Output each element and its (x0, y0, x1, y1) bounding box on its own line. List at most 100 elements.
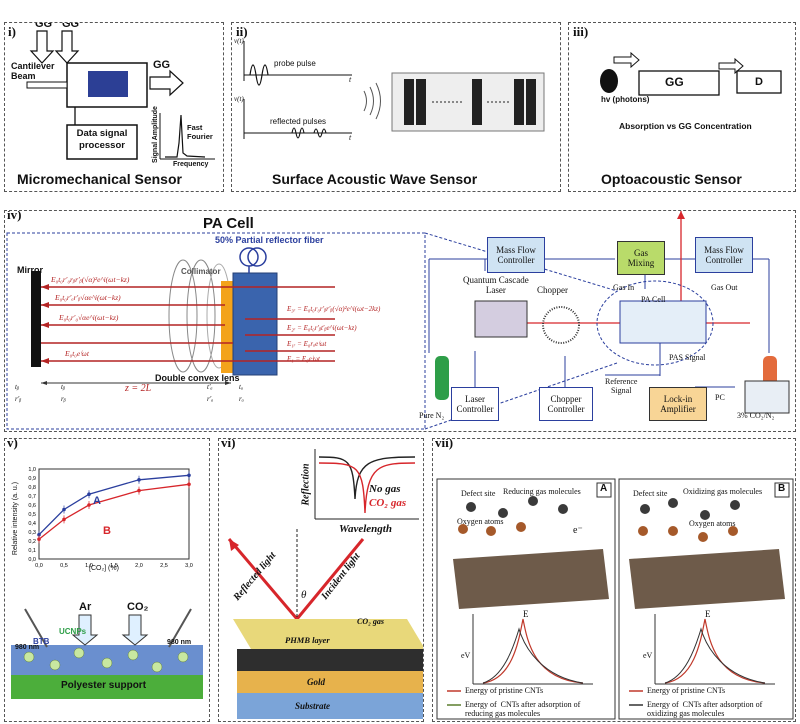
gas-in-label: Gas In (613, 283, 635, 292)
edge-label-r4: rₐ (239, 395, 244, 403)
vt-label-2: v(t) (234, 95, 244, 103)
box-label-a: A (600, 483, 608, 494)
fft-label: Fast Fourier (187, 123, 213, 141)
mass-flow-controller-2: Mass Flow Controller (695, 237, 753, 273)
y-tick-label: 0,3 (28, 530, 36, 536)
ev-label-a: eV (461, 651, 471, 660)
amplitude-axis-label: Signal Amplitude (151, 106, 159, 163)
panel-pa-cell: iv) PA Cell 50% Partial reflector fiber … (4, 210, 796, 432)
gas-label-1: GG (35, 22, 53, 30)
pure-n2-label: Pure N₂ (419, 411, 445, 420)
y-tick-label: 0,0 (28, 557, 36, 563)
panel-saw: ii) v(t) v(t) t t probe pulse reflected … (231, 22, 561, 192)
reflection-axis-label: Reflection (300, 463, 312, 506)
panel-label: v) (7, 438, 18, 450)
oxygen-label-a: Oxygen atoms (457, 517, 504, 526)
x-tick-label: 2,5 (160, 563, 168, 569)
processor-label: Data signal processor (76, 128, 128, 151)
reducing-label: Reducing gas molecules (503, 487, 581, 496)
chopper-label: Chopper (537, 285, 568, 295)
saw-diagram (243, 41, 545, 139)
edge-label-l2: r′ᵦ (15, 395, 22, 403)
oxidizing-label: Oxidizing gas molecules (683, 487, 763, 496)
y-tick-label: 0,1 (28, 548, 36, 554)
y-tick-label: 0,5 (28, 512, 36, 518)
legend-b-2: Energy of CNTs after adsorption of oxidi… (647, 700, 763, 718)
box-label-b: B (778, 483, 786, 494)
gold-label: Gold (307, 677, 325, 687)
pa-cell-title: PA Cell (203, 215, 254, 232)
chart-xlabel: [CO₂] (%) (89, 565, 119, 572)
gas-out-label: Gas Out (711, 283, 738, 292)
caption-optoacoustic: Optoacoustic Sensor (601, 171, 742, 187)
mirror-label: Mirror (17, 265, 44, 275)
mass-flow-controller-1: Mass Flow Controller (487, 237, 545, 273)
laser-controller-box: Laser Controller (451, 387, 499, 421)
legend-b-1: Energy of pristine CNTs (647, 686, 726, 695)
lens-label: Double convex lens (155, 373, 240, 383)
energy-axis-label-b: E (705, 609, 711, 619)
lockin-amplifier-box: Lock-in Amplifier (649, 387, 707, 421)
caption-saw: Surface Acoustic Wave Sensor (272, 171, 478, 187)
collimator-label: Collimator (181, 267, 221, 276)
panel-label: ii) (236, 24, 248, 39)
electron-label: e⁻ (573, 525, 583, 536)
d-label: D (755, 76, 763, 88)
btb-label: BTB (33, 637, 50, 646)
t-label-1: t (349, 75, 352, 84)
beam-label-1: E₀t₀r′₀rᵦr′ᵦ(√α)²e^i(ωt−kz) (51, 275, 130, 284)
y-tick-label: 0,2 (28, 539, 36, 545)
optoacoustic-diagram (600, 51, 782, 96)
y-tick-label: 0,6 (28, 503, 36, 509)
beam-label-3: E₀t₀r′₀√αe^i(ωt−kz) (59, 313, 119, 322)
edge-label-r2: r′ₐ (207, 395, 214, 403)
edge-label-l4: rᵦ (61, 395, 66, 403)
length-label: z = 2L (125, 383, 152, 394)
y-tick-label: 0,8 (28, 485, 36, 491)
theta-label: θ (301, 589, 307, 601)
substrate-label: Substrate (295, 701, 331, 711)
panel-label: vii) (435, 438, 454, 450)
legend-a-1: Energy of pristine CNTs (465, 686, 544, 695)
pc-label: PC (715, 393, 725, 402)
photons-label: hv (photons) (601, 95, 650, 104)
pas-signal-label: PAS Signal (669, 353, 706, 362)
cantilever-label: Cantilever Beam (11, 61, 55, 81)
x-tick-label: 3,0 (185, 563, 193, 569)
support-label: Polyester support (61, 680, 147, 691)
x-tick-label: 1,0 (85, 563, 93, 569)
wavelength-axis-label: Wavelength (339, 523, 392, 535)
oxygen-label-b: Oxygen atoms (689, 519, 736, 528)
panel-micromechanical: i) GG GG GG Cantilever Beam Data signal … (4, 22, 224, 192)
panel-label: iv) (7, 210, 22, 222)
edge-label-r3: tₐ (239, 383, 243, 391)
defect-label-b: Defect site (633, 489, 668, 498)
out-label-4: E₁ = E₀eⁱωt (287, 355, 320, 363)
gas-label-2: GG (62, 22, 80, 30)
y-tick-label: 0,4 (28, 521, 36, 527)
qcl-label: Quantum Cascade Laser (463, 275, 529, 295)
chart-frame (38, 468, 190, 560)
laser-label-right: 980 nm (167, 639, 192, 646)
x-tick-label: 2,0 (135, 563, 143, 569)
panel-cnt: vii) A B Defect site Defect site Reducin… (432, 438, 796, 722)
beam-label-2: E₀t₀r′ₐr′ᵦ√αe^i(ωt−kz) (55, 293, 121, 302)
panel-label: iii) (573, 24, 589, 39)
laser-label-left: 980 nm (15, 644, 40, 651)
co2-gas-label: CO₂ gas (369, 497, 407, 509)
co2-label: CO₂ (127, 601, 149, 613)
reflected-pulses-label: reflected pulses (270, 117, 327, 126)
panel-label: vi) (221, 438, 236, 450)
cnt-diagram (436, 478, 794, 720)
legend-a-2: Energy of CNTs after adsorption of reduc… (465, 700, 581, 718)
ev-label-b: eV (643, 651, 653, 660)
x-tick-label: 1,5 (110, 563, 118, 569)
ar-label: Ar (79, 601, 92, 613)
energy-axis-label-a: E (523, 609, 529, 619)
series-label-b: B (103, 525, 111, 537)
x-tick-label: 0,0 (35, 563, 43, 569)
beam-label-4: E₀t₀eⁱωt (65, 349, 89, 358)
phmb-label: PHMB layer (285, 635, 330, 645)
